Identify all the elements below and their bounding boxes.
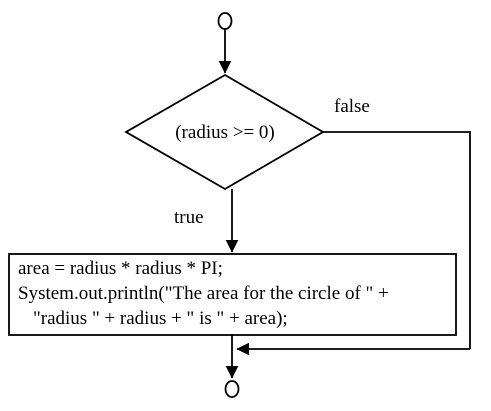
statement-line-1: area = radius * radius * PI; bbox=[18, 258, 223, 279]
false-label: false bbox=[334, 96, 370, 117]
statement-line-2: System.out.println("The area for the cir… bbox=[18, 283, 389, 304]
end-node bbox=[224, 380, 240, 398]
statement-line-3: "radius " + radius + " is " + area); bbox=[33, 308, 288, 329]
false-path-line bbox=[323, 131, 471, 349]
statement-box bbox=[8, 253, 457, 336]
condition-text: (radius >= 0) bbox=[175, 122, 275, 143]
start-node bbox=[217, 12, 233, 30]
true-label: true bbox=[174, 207, 204, 228]
condition-diamond bbox=[124, 73, 325, 191]
